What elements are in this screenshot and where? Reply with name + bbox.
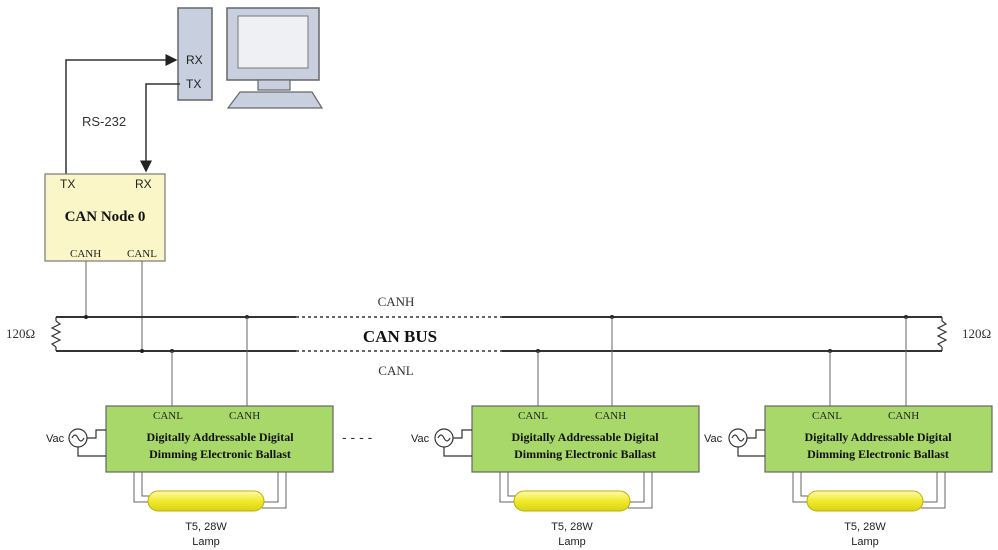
ballast-title-line2: Dimming Electronic Ballast [514, 447, 656, 461]
bus-canh-label: CANH [378, 294, 415, 309]
tower-case [177, 7, 213, 101]
lamp-label: Lamp [558, 536, 586, 548]
lamp-label: Lamp [851, 536, 879, 548]
ballast-box [764, 405, 993, 473]
ballast-canh-label: CANH [888, 410, 919, 422]
node-tx-label: TX [60, 177, 75, 191]
ballast-title-line1: Digitally Addressable Digital [146, 430, 294, 444]
node-canh-label: CANH [70, 248, 101, 260]
can-node-box [44, 173, 166, 262]
ballast-title-line1: Digitally Addressable Digital [804, 430, 952, 444]
node-canl-label: CANL [127, 248, 157, 260]
vac-label: Vac [46, 433, 65, 445]
node-drops [85, 261, 143, 351]
terminator-right-label: 120Ω [962, 326, 991, 341]
ballast-3: CANL CANH Digitally Addressable Digital … [704, 317, 993, 548]
lamp-spec-label: T5, 28W [185, 521, 227, 533]
ballast-title-line1: Digitally Addressable Digital [511, 430, 659, 444]
ballast-title-line2: Dimming Electronic Ballast [149, 447, 291, 461]
ballast-2: CANL CANH Digitally Addressable Digital … [411, 317, 700, 548]
computer-tx-port: TX [186, 77, 201, 91]
node-title: CAN Node 0 [65, 209, 146, 225]
bus-canl-label: CANL [378, 363, 413, 378]
lamp-label: Lamp [192, 536, 220, 548]
ac-source-icon [434, 428, 472, 457]
ballast-title-line2: Dimming Electronic Ballast [807, 447, 949, 461]
bus-junctions [84, 315, 908, 353]
bus-title: CAN BUS [363, 327, 437, 346]
terminator-left-label: 120Ω [6, 326, 35, 341]
terminator-left-icon [50, 317, 62, 351]
rs232-link [65, 54, 180, 175]
more-nodes-ellipsis: - - - - [342, 429, 373, 445]
terminator-right-icon [936, 317, 948, 351]
ballast-1: CANL CANH Digitally Addressable Digital … [46, 317, 334, 548]
rs232-label: RS-232 [82, 114, 126, 129]
lamp-tube-icon [513, 490, 631, 512]
ballast-box [105, 405, 334, 473]
can-node-0: TX RX CAN Node 0 CANH CANL [44, 173, 166, 262]
lamp-spec-label: T5, 28W [844, 521, 886, 533]
ballast-canl-label: CANL [153, 410, 183, 422]
ballast-canh-label: CANH [595, 410, 626, 422]
computer-rx-port: RX [186, 53, 203, 67]
node-rx-label: RX [135, 177, 152, 191]
ballast-canl-label: CANL [812, 410, 842, 422]
pc-tx-to-node-rx-wire [140, 83, 180, 173]
monitor-icon [226, 7, 320, 91]
ballast-canh-label: CANH [229, 410, 260, 422]
vac-label: Vac [704, 433, 723, 445]
ac-source-icon [68, 428, 106, 457]
ballast-box [471, 405, 700, 473]
can-bus: 120Ω 120Ω CANH CAN BUS CANL [6, 294, 991, 378]
computer: RX TX [177, 7, 324, 109]
keyboard-icon [226, 91, 324, 109]
lamp-tube-icon [147, 490, 265, 512]
lamp-spec-label: T5, 28W [551, 521, 593, 533]
vac-label: Vac [411, 433, 430, 445]
tx-to-rx-wire [65, 54, 178, 175]
ac-source-icon [728, 428, 765, 457]
ballast-canl-label: CANL [518, 410, 548, 422]
lamp-tube-icon [806, 490, 924, 512]
